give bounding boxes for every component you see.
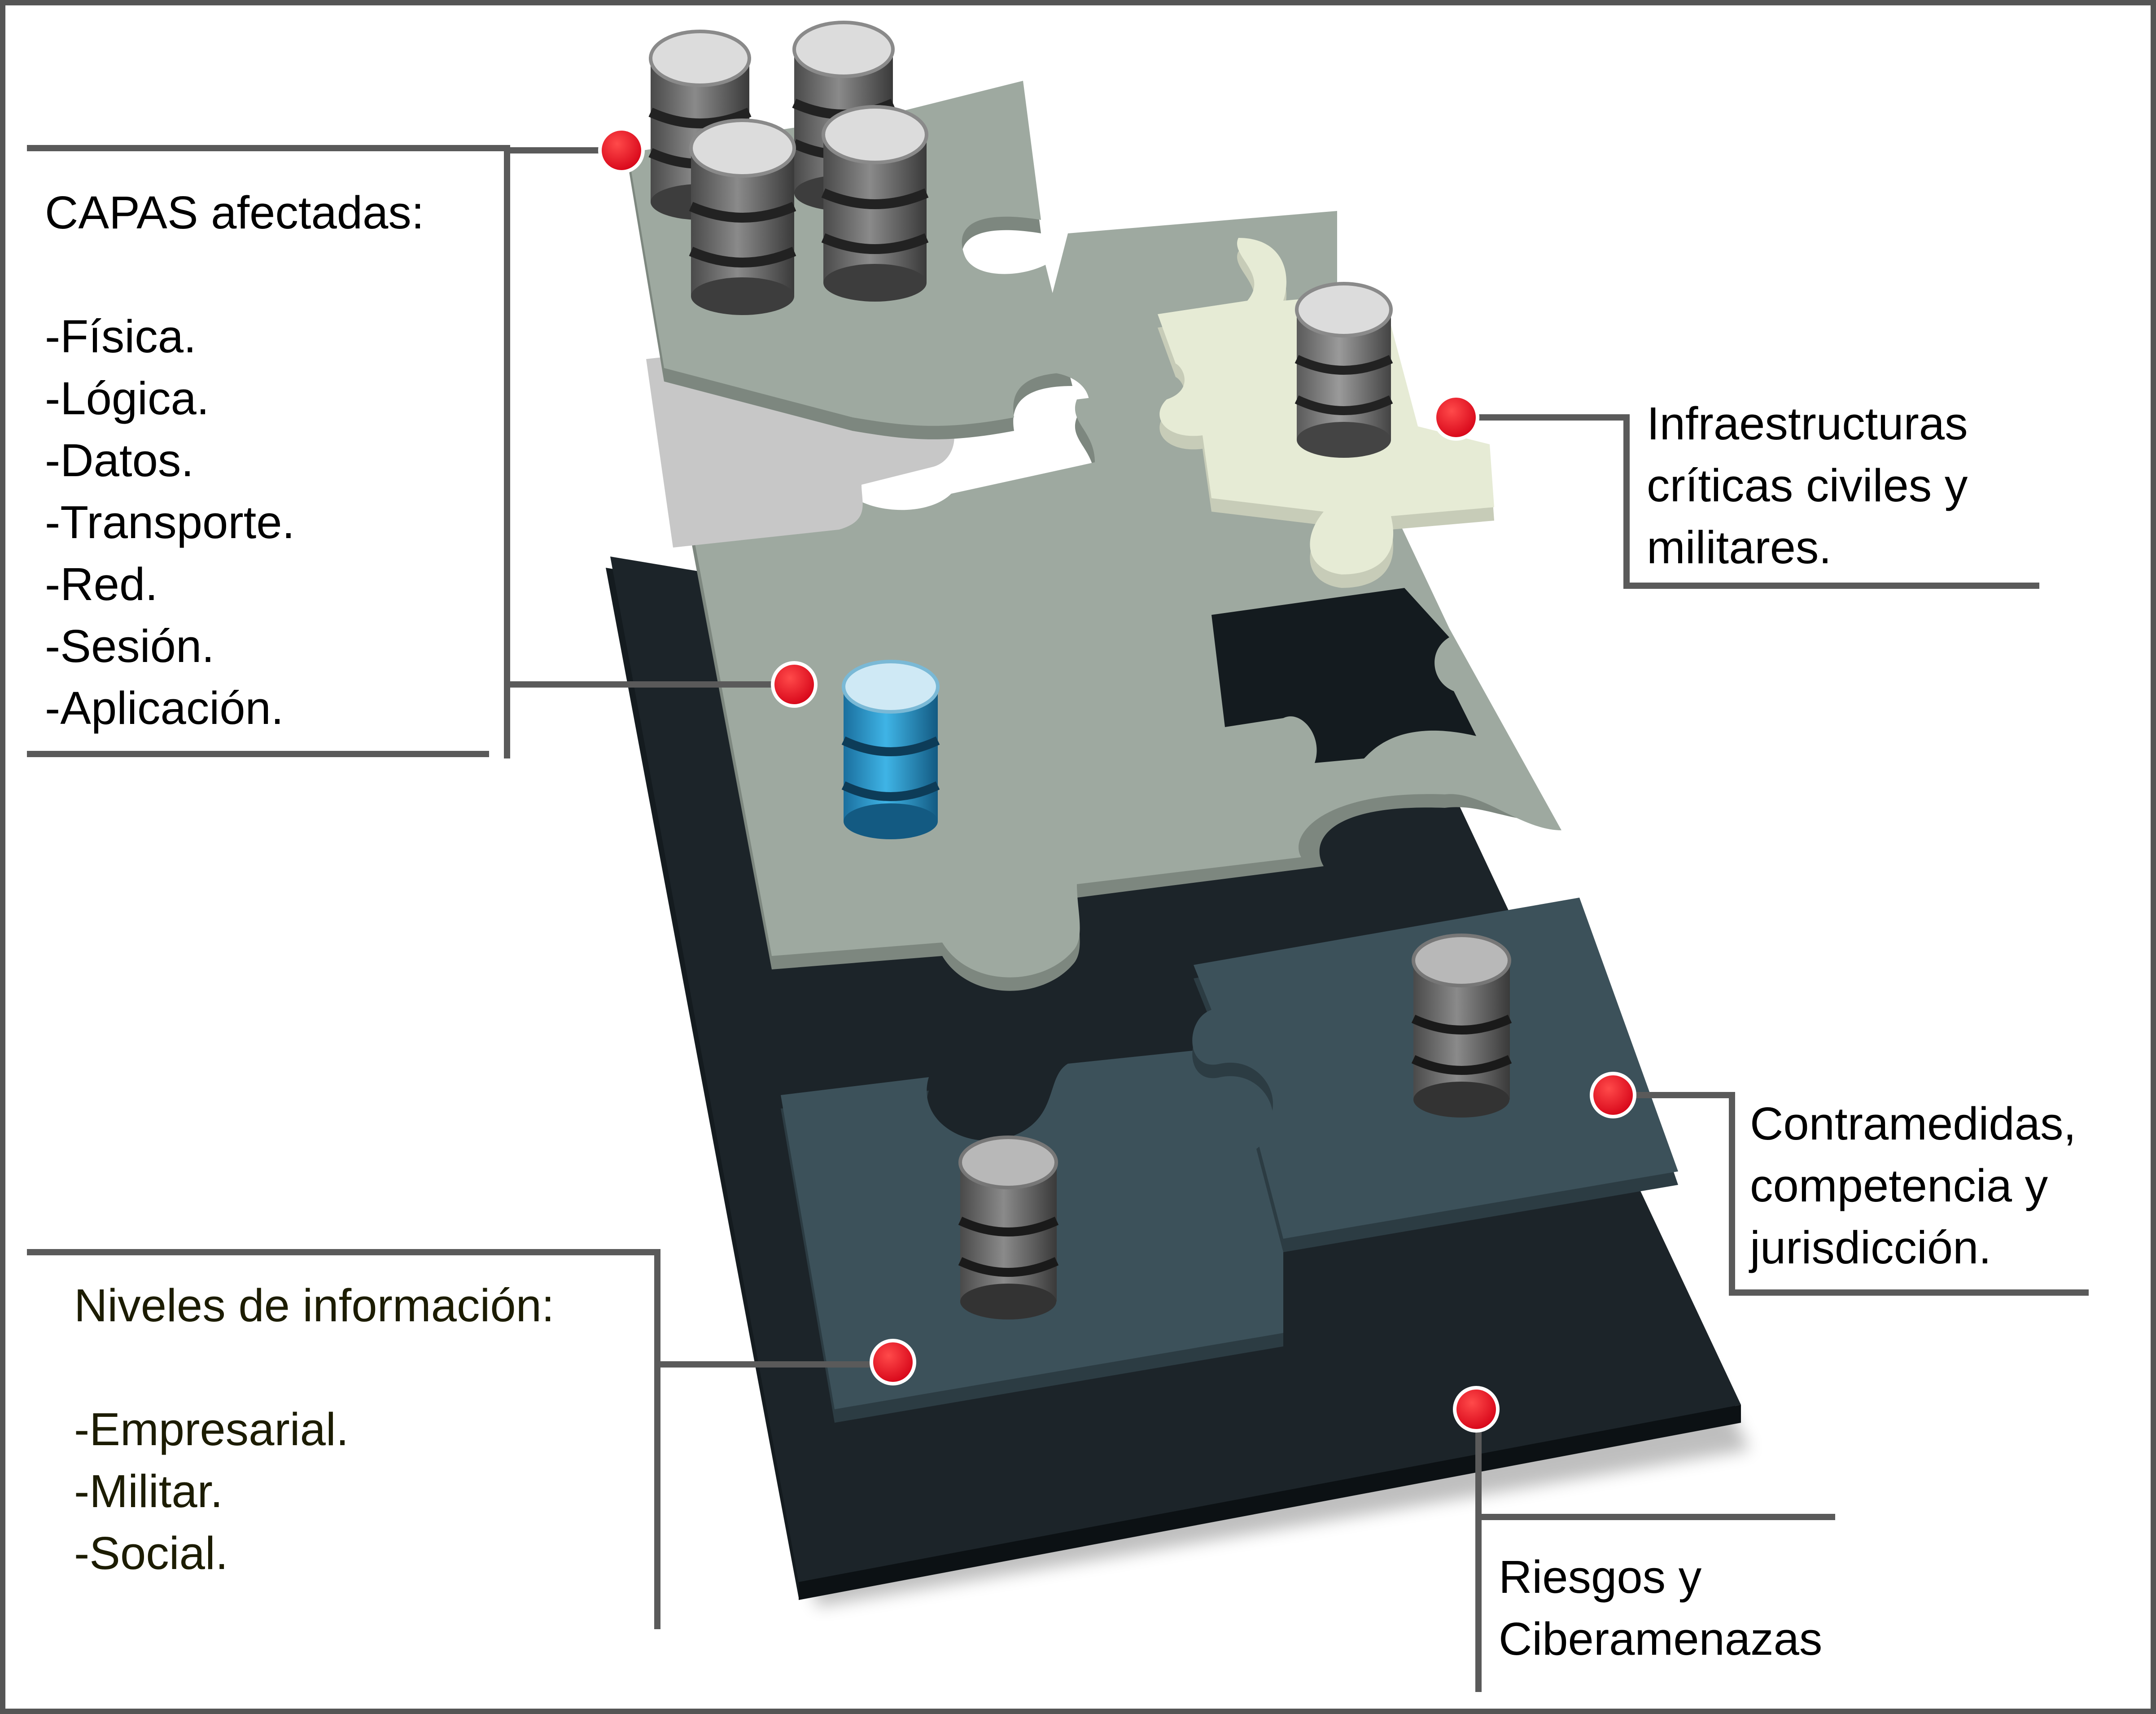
capas-title: CAPAS afectadas: — [45, 187, 424, 238]
capas-item-aplicacion: -Aplicación. — [45, 682, 284, 734]
contramedidas-callout: Contramedidas, competencia y jurisdicció… — [1750, 1093, 2076, 1279]
capas-item-red: -Red. — [45, 558, 158, 610]
niveles-item-militar: -Militar. — [74, 1465, 223, 1517]
marker-top-left — [598, 127, 645, 174]
capas-callout: CAPAS afectadas: -Física. -Lógica. -Dato… — [45, 182, 424, 739]
capas-item-fisica: -Física. — [45, 311, 197, 362]
capas-spacer — [45, 244, 424, 306]
infra-line-2: críticas civiles y — [1647, 460, 1968, 511]
riesgos-line-2: Ciberamenazas — [1499, 1613, 1823, 1665]
riesgos-callout: Riesgos y Ciberamenazas — [1499, 1546, 1822, 1670]
capas-item-sesion: -Sesión. — [45, 620, 214, 672]
infra-line-3: militares. — [1647, 522, 1832, 573]
infra-line-1: Infraestructuras — [1647, 398, 1968, 449]
marker-light-piece — [1433, 394, 1479, 441]
niveles-spacer — [74, 1337, 555, 1398]
cylinder-middle-right — [1411, 934, 1512, 1118]
riesgos-line-1: Riesgos y — [1499, 1551, 1702, 1603]
niveles-callout: Niveles de información: -Empresarial. -M… — [74, 1275, 555, 1584]
niveles-title: Niveles de información: — [74, 1280, 555, 1331]
marker-middle-left — [870, 1339, 916, 1385]
contramedidas-line — [1615, 1092, 2089, 1296]
capas-item-transporte: -Transporte. — [45, 496, 295, 548]
callout-lines — [27, 145, 2089, 1692]
niveles-item-social: -Social. — [74, 1527, 228, 1579]
marker-middle-right — [1590, 1072, 1636, 1118]
niveles-item-empresarial: -Empresarial. — [74, 1403, 349, 1455]
contramedidas-line-3: jurisdicción. — [1750, 1222, 1992, 1273]
markers — [598, 127, 1636, 1433]
contramedidas-line-2: competencia y — [1750, 1160, 2048, 1211]
cylinder-middle-left — [958, 1135, 1059, 1319]
marker-base — [1453, 1386, 1500, 1433]
infraestructuras-callout: Infraestructuras críticas civiles y mili… — [1647, 393, 1968, 579]
cylinder-light-piece — [1294, 282, 1393, 458]
marker-blue — [771, 661, 818, 708]
contramedidas-line-1: Contramedidas, — [1750, 1098, 2077, 1149]
cylinder-blue — [841, 660, 940, 839]
capas-item-datos: -Datos. — [45, 434, 194, 486]
niveles-bracket-line — [27, 1249, 660, 1629]
capas-item-logica: -Lógica. — [45, 373, 210, 424]
cylinder-top-4 — [821, 105, 929, 302]
infra-line — [1458, 414, 2039, 589]
cylinder-top-3 — [689, 118, 796, 315]
